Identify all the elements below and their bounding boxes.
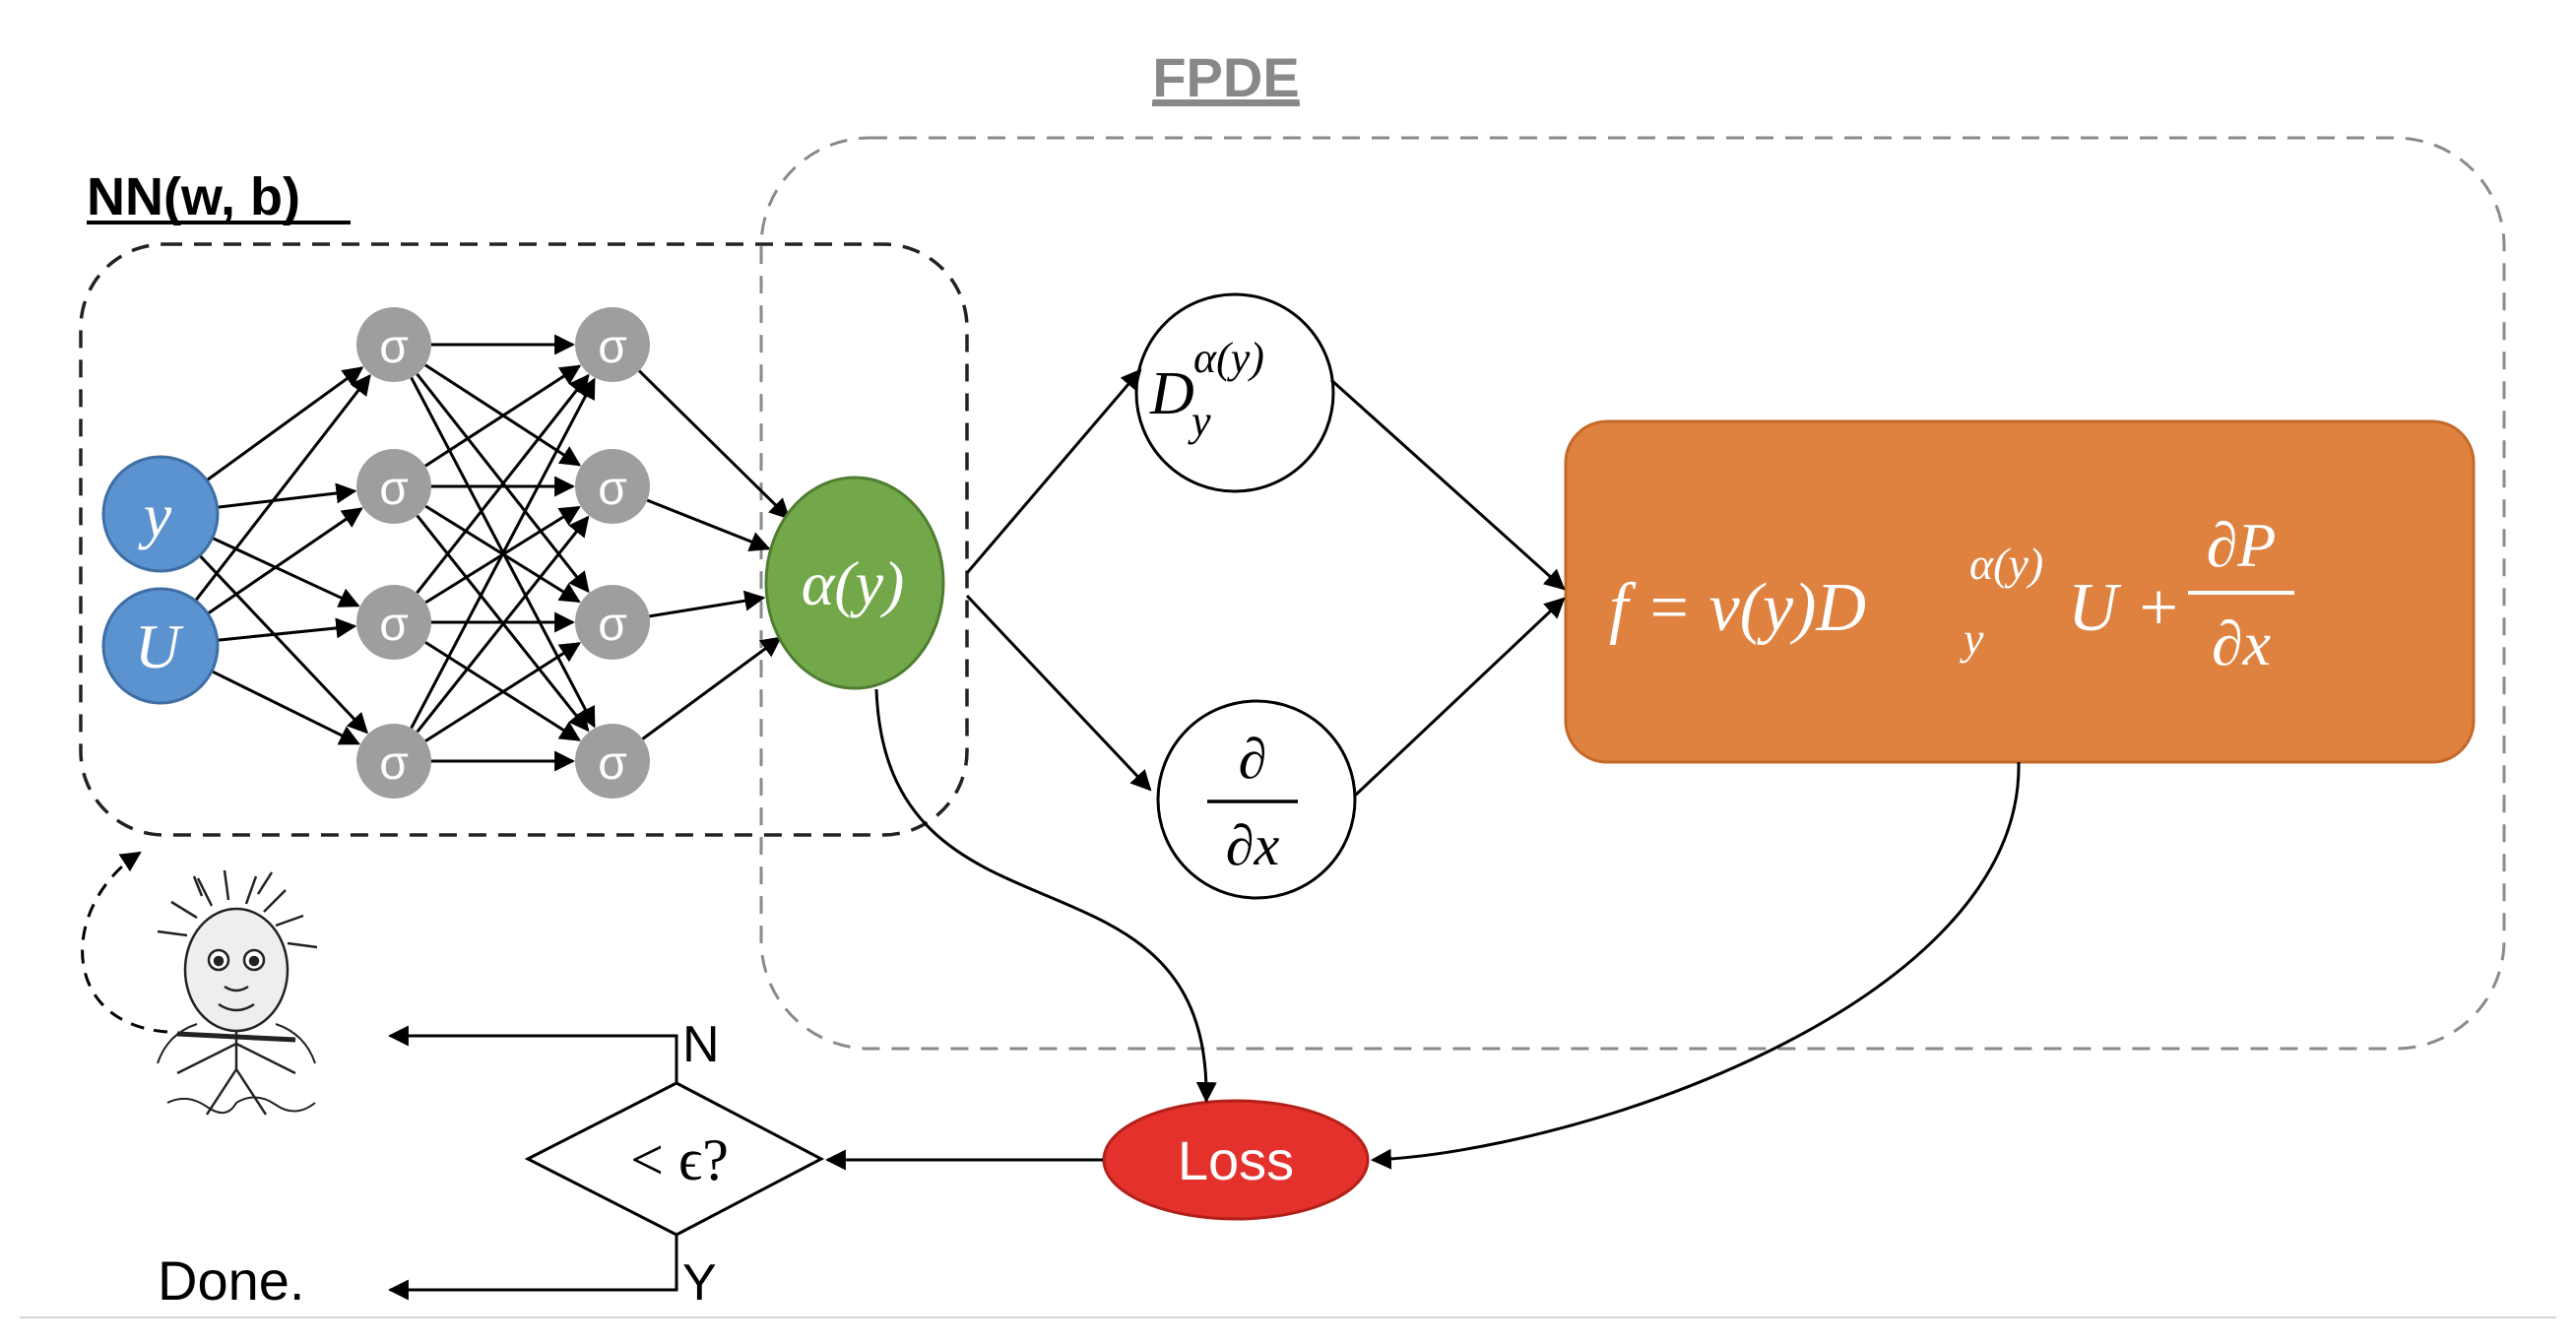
done-label: Done. [158, 1249, 304, 1312]
network-edge [416, 373, 590, 595]
equation-box: f = ν(y)D α(y) y U + ∂P ∂x [1564, 419, 2476, 764]
sigma-label: σ [598, 463, 627, 515]
sigma-label: σ [379, 737, 409, 790]
equation-prefix: f = ν(y)D [1609, 570, 1866, 646]
equation-subscript: y [1960, 613, 1984, 664]
hidden-node: σ [356, 724, 431, 799]
branch-yes-label: Y [682, 1254, 717, 1312]
frac-d-subscript: y [1188, 397, 1211, 445]
alpha-label: α(y) [802, 548, 905, 618]
fpde-region [759, 136, 2506, 1051]
network-edge [638, 369, 791, 520]
network-edge [649, 590, 766, 618]
arrow-equation-to-loss [1370, 761, 2021, 1170]
arrow-alpha-to-fracd [965, 368, 1142, 574]
fractional-derivative-node: D α(y) y [1134, 292, 1335, 493]
frac-d-superscript: α(y) [1193, 334, 1264, 382]
input-y-label: y [138, 480, 172, 550]
loss-node: Loss [1102, 1099, 1370, 1221]
input-node-y: y [101, 455, 220, 573]
network-edge [217, 482, 357, 509]
arrow-alpha-to-partial [965, 594, 1152, 792]
partial-denominator: ∂x [1226, 813, 1280, 877]
sigma-label: σ [598, 321, 627, 373]
arrow-update-weights [81, 851, 168, 1034]
network-edge [211, 670, 360, 745]
arrow-partial-to-equation [1353, 597, 1566, 798]
hidden-node: σ [356, 307, 431, 382]
network-edge [410, 377, 596, 730]
arrow-fracd-to-equation [1329, 378, 1566, 591]
network-edge [646, 498, 771, 551]
input-node-u: U [101, 587, 220, 705]
equation-superscript: α(y) [1969, 539, 2043, 589]
network-edges [194, 334, 791, 772]
scientist-illustration [157, 869, 318, 1116]
network-edge [217, 617, 357, 642]
arrow-decision-no [387, 1025, 678, 1083]
frac-d-symbol: D [1149, 360, 1194, 427]
hidden-node: σ [575, 585, 650, 660]
hidden-node: σ [356, 449, 431, 524]
network-edge [207, 507, 363, 615]
equation-denominator: ∂x [2212, 608, 2271, 678]
equation-numerator: ∂P [2207, 510, 2277, 580]
sigma-label: σ [598, 599, 627, 651]
partial-derivative-node: ∂ ∂x [1156, 699, 1357, 900]
network-edge [198, 554, 368, 735]
decision-label: < ϵ? [630, 1127, 729, 1192]
alpha-node: α(y) [764, 476, 945, 690]
sigma-label: σ [379, 599, 409, 651]
fpde-title: FPDE [1152, 46, 1299, 108]
hidden-layer-1: σ σ σ σ [356, 307, 431, 799]
network-edge [641, 636, 782, 740]
nn-region [79, 242, 969, 837]
hidden-node: σ [575, 307, 650, 382]
loss-label: Loss [1178, 1129, 1294, 1191]
arrow-alpha-to-loss [874, 688, 1217, 1104]
flow-arrows [81, 368, 2021, 1301]
hidden-node: σ [575, 449, 650, 524]
hair-strokes [157, 869, 318, 949]
input-u-label: U [135, 611, 184, 681]
branch-no-label: N [682, 1016, 720, 1073]
sigma-label: σ [379, 463, 409, 515]
network-edge [424, 364, 582, 468]
partial-numerator: ∂ [1239, 727, 1267, 791]
nn-title: NN(w, b) [87, 167, 300, 226]
arrow-decision-yes [387, 1235, 678, 1301]
sigma-label: σ [379, 321, 409, 373]
network-edge [416, 515, 590, 734]
network-edge [424, 642, 581, 742]
network-edge [206, 366, 364, 482]
hidden-layer-2: σ σ σ σ [575, 307, 650, 799]
hidden-node: σ [575, 724, 650, 799]
decision-diamond: < ϵ? [524, 1081, 825, 1237]
sigma-label: σ [598, 737, 627, 790]
equation-middle: U + [2068, 570, 2181, 646]
hidden-node: σ [356, 585, 431, 660]
network-edge [194, 373, 371, 603]
